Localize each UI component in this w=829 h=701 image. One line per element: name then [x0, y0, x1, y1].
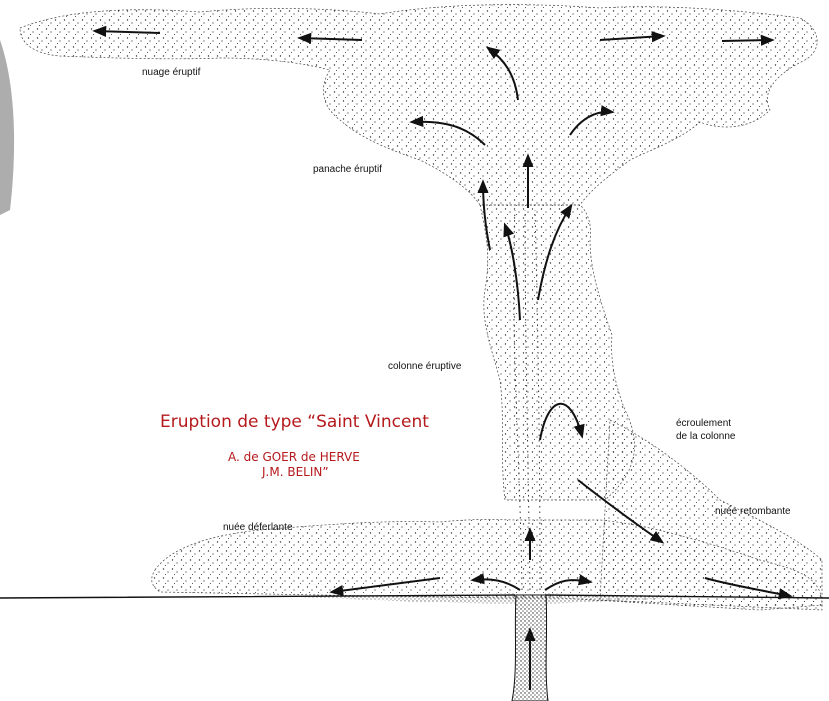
diagram-title: Eruption de type “Saint Vincent	[160, 412, 429, 432]
label-nuage: nuage éruptif	[142, 67, 200, 78]
label-retombante: nuée retombante	[715, 506, 791, 517]
author-line-1: A. de GOER de HERVE	[228, 450, 360, 464]
upper-cloud	[20, 5, 817, 205]
label-panache: panache éruptif	[313, 164, 382, 175]
label-colonne: colonne éruptive	[388, 361, 461, 372]
label-ecroulement-1: écroulement	[676, 418, 731, 429]
author-line-2: J.M. BELIN”	[262, 465, 329, 479]
page-edge-shadow	[0, 40, 14, 215]
label-deferlante: nuée déferlante	[223, 522, 293, 533]
label-ecroulement-2: de la colonne	[676, 431, 736, 442]
